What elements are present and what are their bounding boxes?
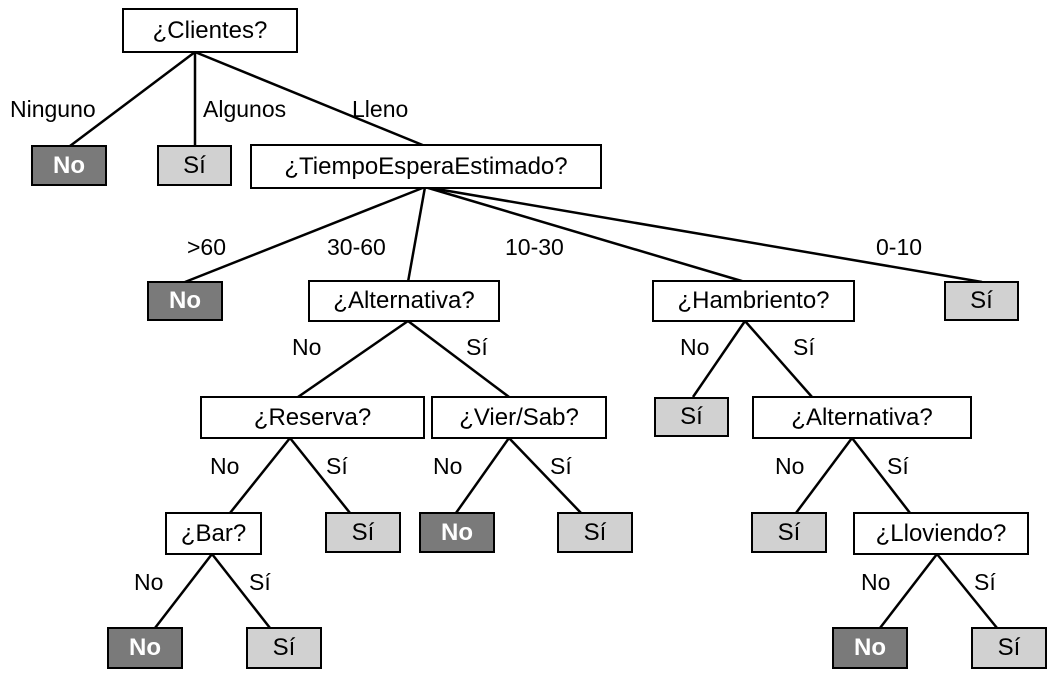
edge-label-no: No (433, 453, 463, 479)
edge-viersab-no (454, 437, 511, 514)
edge-lloviendo-si (936, 553, 998, 629)
leaf-si: Sí (971, 627, 1047, 669)
leaf-si: Sí (246, 627, 322, 669)
node-hambriento: ¿Hambriento? (652, 280, 855, 322)
leaf-si: Sí (751, 512, 827, 553)
edge-clientes-ninguno (69, 51, 196, 147)
leaf-no: No (832, 627, 908, 669)
edge-alt2-no (794, 437, 854, 514)
node-bar: ¿Bar? (165, 512, 262, 555)
leaf-no: No (107, 627, 183, 669)
leaf-si: Sí (654, 397, 729, 437)
edge-label-no: No (134, 569, 164, 595)
edge-tiempo-0-10 (424, 185, 983, 284)
edge-bar-no (154, 553, 213, 629)
edge-label-10-30: 10-30 (505, 234, 564, 260)
node-alternativa-1: ¿Alternativa? (308, 280, 500, 322)
edge-label-si: Sí (887, 453, 909, 479)
edge-lloviendo-no (879, 553, 938, 629)
node-reserva: ¿Reserva? (200, 396, 425, 439)
edge-label-0-10: 0-10 (876, 234, 923, 260)
node-tiempo-espera: ¿TiempoEsperaEstimado? (250, 144, 602, 189)
leaf-no: No (147, 281, 223, 321)
edge-label-si: Sí (249, 569, 271, 595)
leaf-si: Sí (944, 281, 1019, 321)
node-alternativa-2: ¿Alternativa? (752, 396, 972, 439)
edge-label-30-60: 30-60 (327, 234, 386, 260)
edge-label-si: Sí (793, 334, 815, 360)
leaf-no: No (31, 145, 107, 186)
edge-label-si: Sí (466, 334, 488, 360)
edge-tiempo-10-30 (424, 185, 746, 284)
edge-tiempo-30-60 (406, 186, 427, 283)
edge-reserva-si (289, 437, 351, 514)
node-vier-sab: ¿Vier/Sab? (431, 396, 607, 439)
edge-label-gt60: >60 (187, 234, 227, 260)
node-clientes: ¿Clientes? (122, 8, 298, 53)
edge-label-no: No (861, 569, 891, 595)
edge-alt2-si (851, 437, 911, 514)
edge-label-ninguno: Ninguno (10, 96, 96, 122)
edge-reserva-no (229, 437, 291, 514)
leaf-si: Sí (157, 145, 232, 186)
edge-alt1-no (297, 319, 409, 399)
edge-bar-si (211, 553, 271, 629)
leaf-si: Sí (325, 512, 401, 553)
edge-label-lleno: Lleno (352, 96, 409, 122)
edge-clientes-lleno (194, 50, 426, 148)
edge-label-si: Sí (974, 569, 996, 595)
leaf-no: No (419, 512, 495, 553)
edge-label-no: No (775, 453, 805, 479)
edge-alt1-si (407, 320, 510, 398)
edge-hambriento-no (691, 320, 747, 398)
edge-hambriento-si (744, 320, 813, 398)
edge-label-no: No (292, 334, 322, 360)
node-lloviendo: ¿Lloviendo? (853, 512, 1029, 555)
edge-label-no: No (680, 334, 710, 360)
leaf-si: Sí (557, 512, 633, 553)
edge-label-si: Sí (326, 453, 348, 479)
edge-label-algunos: Algunos (203, 96, 287, 122)
edge-label-si: Sí (550, 453, 572, 479)
edge-viersab-si (508, 437, 582, 514)
edge-label-no: No (210, 453, 240, 479)
edge-tiempo-gt60 (184, 185, 426, 284)
